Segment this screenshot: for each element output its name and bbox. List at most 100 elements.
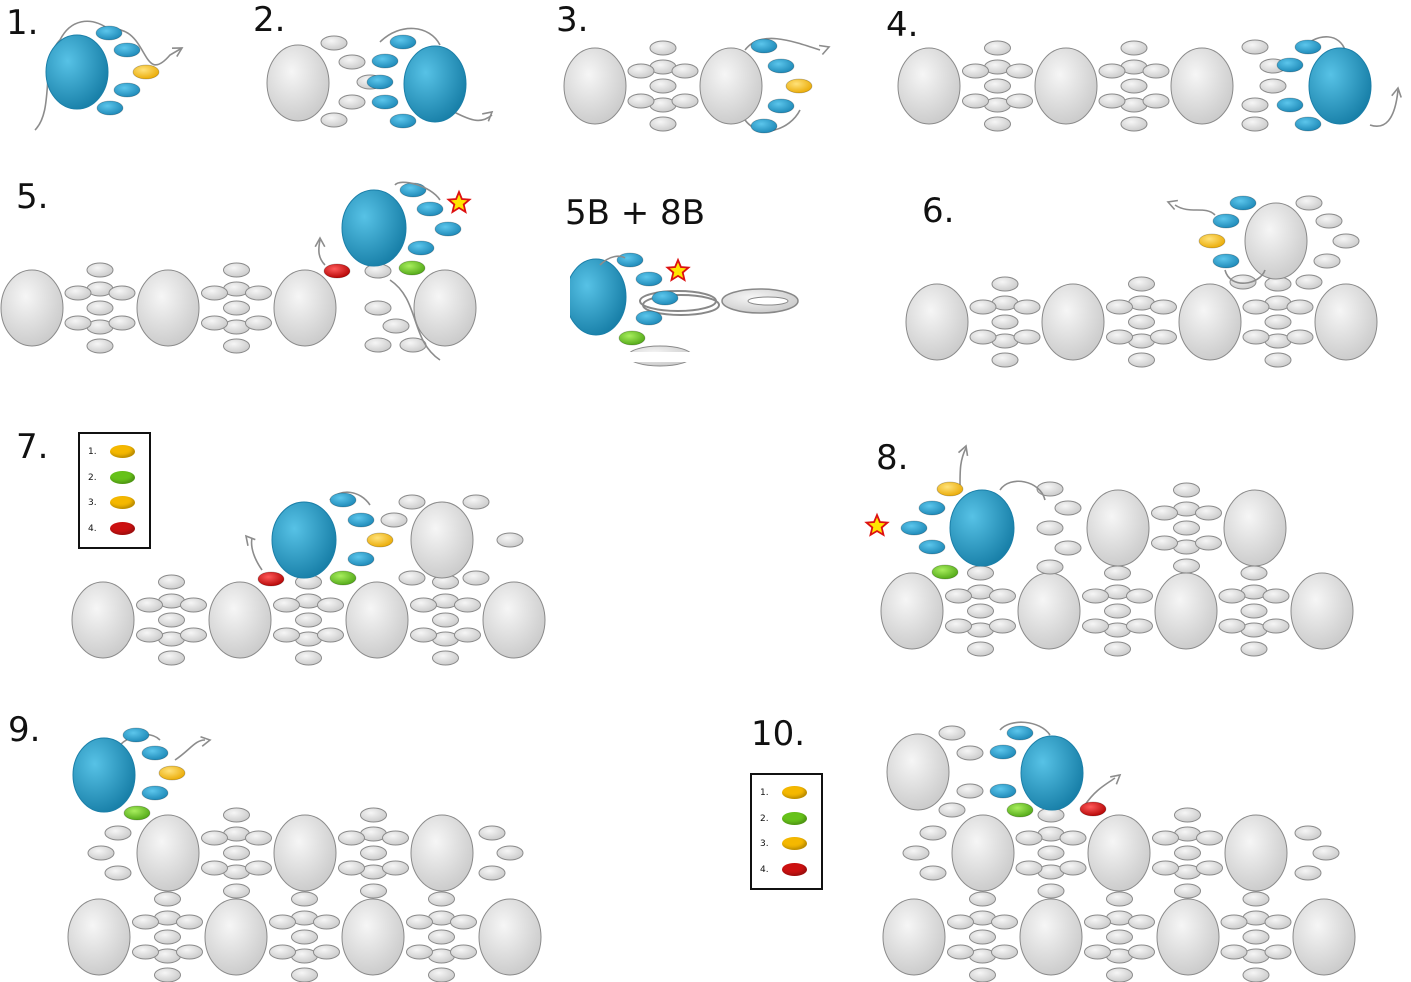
linker-bead — [496, 532, 524, 548]
linker-bead — [1173, 482, 1200, 498]
linker-bead — [1241, 39, 1269, 55]
panel-label-3: 3. — [556, 0, 589, 40]
translocase-protein — [403, 45, 467, 123]
linker-bead — [428, 929, 455, 945]
connector-path — [379, 27, 441, 46]
linker-bead — [1312, 845, 1340, 861]
arrow-path — [959, 447, 967, 486]
linker-bead — [969, 299, 997, 315]
nucleosome-histone — [136, 814, 200, 892]
linker-bead — [956, 745, 984, 761]
linker-bead — [201, 860, 228, 876]
nucleosome-histone — [1156, 898, 1220, 976]
connector-path — [999, 480, 1046, 501]
linker-bead — [158, 650, 185, 666]
connector-path — [599, 255, 626, 266]
linker-bead — [991, 314, 1019, 330]
linker-bead — [991, 914, 1018, 930]
linker-bead — [320, 112, 348, 128]
linker-bead — [450, 914, 477, 930]
panel-label-7: 7. — [16, 427, 49, 467]
linker-bead — [945, 618, 972, 634]
linker-bead — [1294, 865, 1322, 881]
oval-slot — [747, 296, 789, 306]
linker-bead — [1264, 352, 1292, 368]
arrow-path — [318, 239, 326, 266]
linker-bead — [180, 597, 207, 613]
legend-swatch-green — [110, 471, 135, 484]
nucleosome-histone — [699, 47, 763, 125]
arrowhead-icon — [957, 444, 969, 457]
linker-bead — [1262, 588, 1290, 604]
blue-bead — [389, 113, 417, 129]
linker-bead — [136, 627, 163, 643]
linker-bead — [1104, 641, 1131, 657]
legend-number: 4. — [88, 524, 97, 534]
linker-bead — [989, 618, 1016, 634]
linker-bead — [496, 845, 524, 861]
translocase-protein — [1020, 735, 1084, 811]
nucleosome-histone — [341, 898, 405, 976]
linker-bead — [176, 914, 203, 930]
linker-bead — [1195, 535, 1222, 551]
yellow-bead — [366, 532, 394, 548]
linker-bead — [382, 830, 409, 846]
arrowhead-icon — [1391, 86, 1402, 98]
linker-bead — [627, 63, 655, 79]
connector-path — [34, 20, 111, 131]
linker-bead — [1262, 618, 1290, 634]
connector-path — [999, 721, 1051, 736]
linker-bead — [991, 944, 1018, 960]
blue-bead — [767, 98, 795, 114]
nucleosome-histone — [410, 501, 474, 579]
linker-bead — [1173, 558, 1200, 574]
linker-bead — [382, 860, 409, 876]
linker-bead — [108, 315, 136, 331]
translocase-protein — [341, 189, 407, 267]
blue-bead — [651, 290, 679, 306]
linker-bead — [64, 315, 92, 331]
linker-bead — [223, 807, 250, 823]
linker-bead — [1037, 883, 1065, 899]
linker-bead — [989, 588, 1016, 604]
panel-label-6: 6. — [922, 191, 955, 231]
linker-bead — [432, 612, 459, 628]
linker-bead — [1106, 929, 1133, 945]
arrowhead-icon — [244, 534, 256, 546]
linker-bead — [154, 967, 181, 982]
linker-bead — [1128, 276, 1155, 292]
nucleosome-histone — [410, 814, 474, 892]
blue-bead — [635, 310, 663, 326]
star-icon — [864, 512, 890, 537]
linker-bead — [180, 627, 207, 643]
linker-bead — [317, 597, 344, 613]
linker-bead — [450, 944, 477, 960]
linker-bead — [478, 865, 506, 881]
linker-bead — [158, 574, 185, 590]
red-bead — [323, 263, 351, 279]
linker-bead — [947, 914, 974, 930]
connector-path — [1224, 269, 1266, 284]
linker-bead — [428, 891, 455, 907]
linker-bead — [478, 825, 506, 841]
linker-bead — [1264, 944, 1292, 960]
linker-bead — [1082, 588, 1109, 604]
linker-bead — [1240, 641, 1268, 657]
linker-bead — [1106, 891, 1133, 907]
linker-bead — [984, 116, 1011, 132]
translocase-protein — [271, 501, 337, 579]
panel-label-9: 9. — [8, 710, 41, 750]
blue-bead — [347, 512, 375, 528]
linker-bead — [969, 329, 997, 345]
linker-bead — [967, 603, 994, 619]
blue-bead — [1212, 213, 1240, 229]
blue-bead — [750, 38, 778, 54]
linker-bead — [1006, 93, 1033, 109]
blue-bead — [416, 201, 444, 217]
linker-bead — [969, 967, 996, 982]
linker-bead — [1128, 944, 1155, 960]
arrow-path — [174, 739, 206, 761]
linker-bead — [1220, 944, 1248, 960]
linker-bead — [1259, 78, 1287, 94]
linker-bead — [1098, 63, 1126, 79]
